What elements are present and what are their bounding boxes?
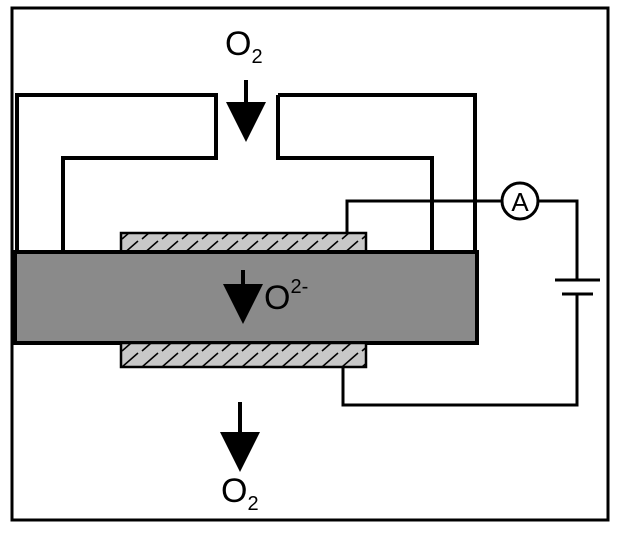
ion-label: O2- [264,276,308,317]
bottom-electrode [119,341,368,369]
circuit-wire-right [341,199,579,407]
ammeter-label: A [511,187,529,217]
circuit-wire-top [345,199,501,233]
electrolyte-membrane [13,250,479,345]
top-gas-label: O2 [225,25,263,68]
chamber-wall-left [15,93,218,252]
top-electrode [119,231,368,254]
bottom-gas-label: O2 [221,472,259,515]
ammeter-symbol: A [500,181,540,221]
